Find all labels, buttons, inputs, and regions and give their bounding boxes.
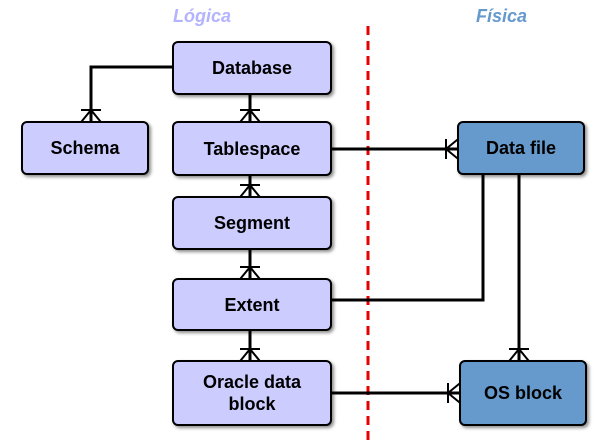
extent-crowfoot-icon [239,265,261,280]
tablespace-label: Tablespace [203,138,301,159]
schema-box: Schema [21,121,149,175]
oracle-block-crowfoot-icon [239,347,261,362]
data-file-box: Data file [457,121,585,175]
database-box: Database [172,41,332,95]
os-block-box: OS block [459,360,587,426]
schema-crowfoot-icon [80,108,102,123]
tablespace-crowfoot-icon [239,108,261,123]
physical-heading: Física [476,6,528,26]
database-label: Database [211,58,293,78]
logical-heading: Lógica [173,6,232,26]
osblock-top-crowfoot-icon [508,347,530,362]
datafile-extent-connector [330,173,485,302]
datafile-crowfoot-icon [444,138,459,160]
extent-box: Extent [172,278,332,331]
tablespace-box: Tablespace [172,121,332,176]
oracle-data-block-label: Oracle data block [202,372,302,414]
os-block-label: OS block [483,383,563,403]
schema-label: Schema [50,138,120,158]
osblock-left-crowfoot-icon [446,382,461,404]
database-schema-connector [89,65,174,123]
data-file-label: Data file [485,138,557,158]
oracle-data-block-box: Oracle data block [172,360,332,426]
segment-crowfoot-icon [239,183,261,198]
extent-label: Extent [224,294,280,315]
segment-box: Segment [172,196,332,250]
segment-label: Segment [213,213,291,233]
